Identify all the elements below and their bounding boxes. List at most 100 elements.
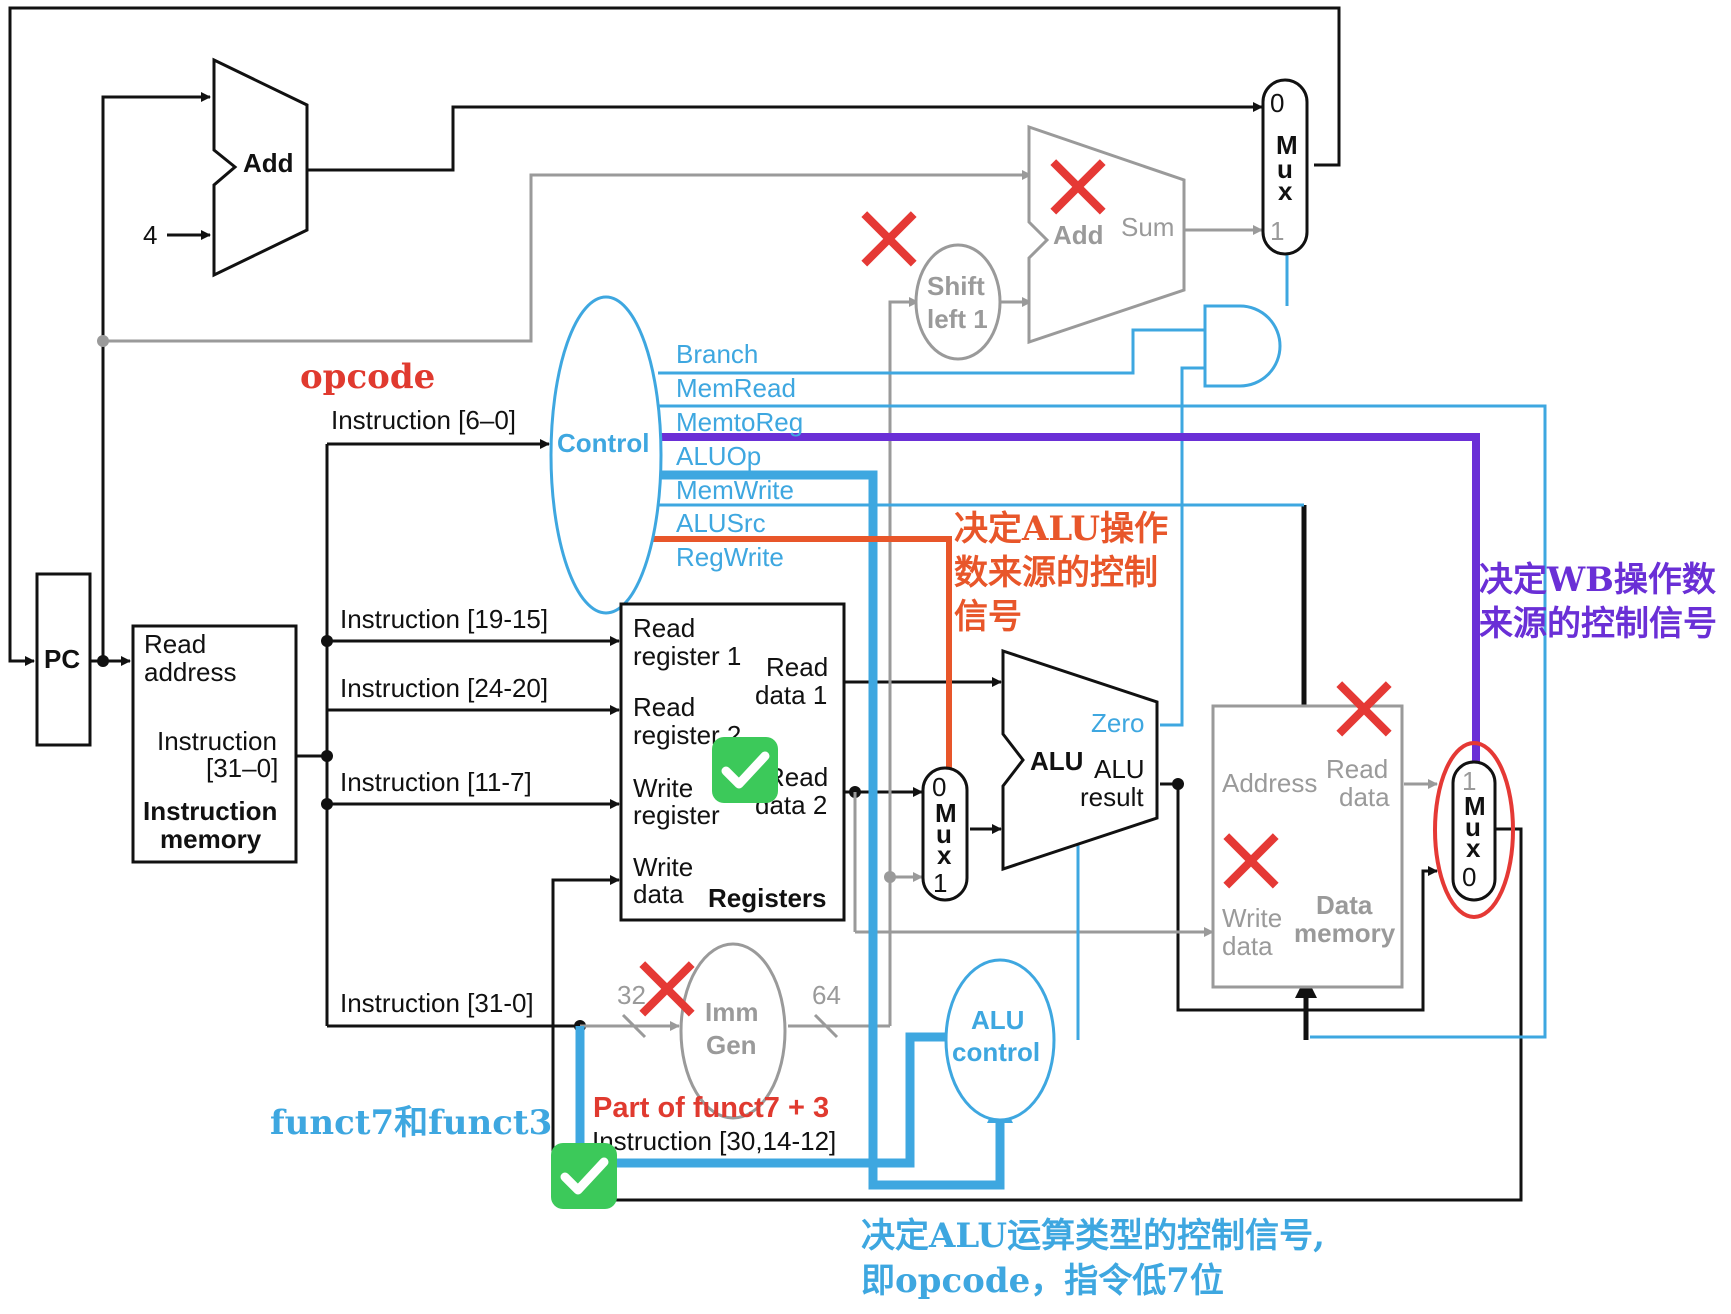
- imem-address: address: [144, 657, 237, 687]
- control-wires: [575, 255, 1547, 1190]
- imem-range: [31–0]: [206, 753, 278, 783]
- cross-icon: [1336, 681, 1392, 737]
- dmem-read-1: Read: [1326, 754, 1388, 784]
- alu-src-mux: [921, 766, 969, 902]
- alu-mux-x: x: [937, 840, 952, 870]
- imm-gen-label-2: Gen: [706, 1030, 757, 1060]
- shift-left-label-1: Shift: [927, 271, 985, 301]
- alu-result-2: result: [1080, 782, 1144, 812]
- signal-memread: MemRead: [676, 373, 796, 403]
- cross-icon: [1223, 833, 1279, 889]
- wb-mux-m: M: [1464, 791, 1486, 821]
- field-rs1: Instruction [19-15]: [340, 604, 548, 634]
- alu-mux-u: u: [936, 819, 952, 849]
- reg-write-a: Write: [633, 773, 693, 803]
- alu-result-1: ALU: [1094, 754, 1145, 784]
- pc-mux-u: u: [1277, 154, 1293, 184]
- field-full: Instruction [31-0]: [340, 988, 534, 1018]
- cross-icon: [639, 961, 695, 1017]
- alu-control-label-1: ALU: [971, 1005, 1024, 1035]
- reg-rdata1-a: Read: [766, 652, 828, 682]
- wb-mux-u: u: [1465, 812, 1481, 842]
- dmem-title-2: memory: [1294, 918, 1396, 948]
- pc-mux: [1261, 78, 1309, 256]
- signal-branch: Branch: [676, 339, 758, 369]
- dmem-title-1: Data: [1316, 890, 1373, 920]
- alu-mux-1: 1: [933, 868, 947, 898]
- check-icon: [712, 737, 778, 803]
- memtoreg-highlight-wire: [655, 433, 1480, 770]
- branch-adder-sum: Sum: [1121, 212, 1174, 242]
- reg-read2-a: Read: [633, 692, 695, 722]
- pc-adder-label: Add: [243, 148, 294, 178]
- pc-register: [35, 572, 92, 747]
- reg-wdata-b: data: [633, 879, 684, 909]
- check-icon: [551, 1143, 617, 1209]
- instruction-field-labels: Instruction [6–0] Instruction [19-15] In…: [331, 405, 836, 1156]
- signal-aluop: ALUOp: [676, 441, 761, 471]
- pc-mux-m: M: [1276, 130, 1298, 160]
- pc-adder: [212, 57, 309, 278]
- annotation-part-of-funct: Part of funct7 + 3: [593, 1092, 829, 1124]
- alu-control-label-2: control: [952, 1037, 1040, 1067]
- control-label: Control: [557, 428, 649, 458]
- dmem-read-2: data: [1339, 782, 1390, 812]
- dmem-write-2: data: [1222, 931, 1273, 961]
- signal-memwrite: MemWrite: [676, 475, 794, 505]
- wb-mux-x: x: [1466, 833, 1481, 863]
- reg-read1-b: register 1: [633, 641, 741, 671]
- alu-zero: Zero: [1091, 708, 1144, 738]
- shift-left-unit: [914, 243, 1002, 361]
- reg-write-b: register: [633, 800, 720, 830]
- wb-mux-1: 1: [1462, 766, 1476, 796]
- reg-title: Registers: [708, 883, 827, 913]
- pc-label: PC: [44, 644, 80, 674]
- control-unit: [549, 295, 663, 615]
- signal-regwrite: RegWrite: [676, 542, 784, 572]
- annotation-alusrc-2: 数来源的控制: [954, 553, 1158, 593]
- pc-mux-1: 1: [1270, 216, 1284, 246]
- reg-wdata-a: Write: [633, 852, 693, 882]
- annotation-funct: funct7和funct3: [270, 1103, 552, 1143]
- branch-adder-label: Add: [1053, 220, 1104, 250]
- imm-gen-label-1: Imm: [705, 997, 758, 1027]
- alu-label: ALU: [1030, 746, 1083, 776]
- wb-mux-highlight: [1433, 741, 1515, 919]
- imm-out-width: 64: [812, 980, 841, 1010]
- dmem-address: Address: [1222, 768, 1317, 798]
- imem-read: Read: [144, 629, 206, 659]
- pc-mux-x: x: [1278, 176, 1293, 206]
- wb-mux-0: 0: [1462, 862, 1476, 892]
- imm-in-width: 32: [617, 980, 646, 1010]
- annotation-wb-1: 决定WB操作数: [1479, 560, 1716, 600]
- alu-mux-0: 0: [932, 772, 946, 802]
- annotation-wb-2: 来源的控制信号: [1479, 604, 1717, 644]
- branch-and-gate: [1203, 304, 1282, 388]
- annotation-alusrc-1: 决定ALU操作: [954, 509, 1168, 549]
- wb-mux: [1451, 760, 1497, 902]
- field-rs2: Instruction [24-20]: [340, 673, 548, 703]
- field-funct: Instruction [30,14-12]: [592, 1126, 836, 1156]
- field-opcode: Instruction [6–0]: [331, 405, 516, 435]
- cross-icon: [861, 211, 917, 267]
- control-signal-labels: Branch MemRead MemtoReg ALUOp MemWrite A…: [676, 339, 803, 572]
- dmem-write-1: Write: [1222, 903, 1282, 933]
- imem-title-2: memory: [160, 824, 262, 854]
- signal-memtoreg: MemtoReg: [676, 407, 803, 437]
- annotation-aluop-1: 决定ALU运算类型的控制信号,: [861, 1216, 1325, 1256]
- annotation-opcode: opcode: [300, 357, 435, 397]
- pc-mux-0: 0: [1270, 88, 1284, 118]
- annotation-alusrc-3: 信号: [954, 597, 1022, 637]
- instruction-memory: [131, 624, 298, 864]
- active-wires: [8, 6, 1523, 1202]
- imem-instruction: Instruction: [157, 726, 277, 756]
- cross-icon: [1050, 159, 1106, 215]
- signal-alusrc: ALUSrc: [676, 508, 766, 538]
- imem-title-1: Instruction: [143, 796, 277, 826]
- alu-control: [944, 958, 1056, 1122]
- shift-left-label-2: left 1: [927, 304, 988, 334]
- inactive-wires: [97, 170, 1438, 1039]
- alu-mux-m: M: [935, 798, 957, 828]
- reg-rdata1-b: data 1: [755, 680, 827, 710]
- data-memory: [1211, 704, 1404, 989]
